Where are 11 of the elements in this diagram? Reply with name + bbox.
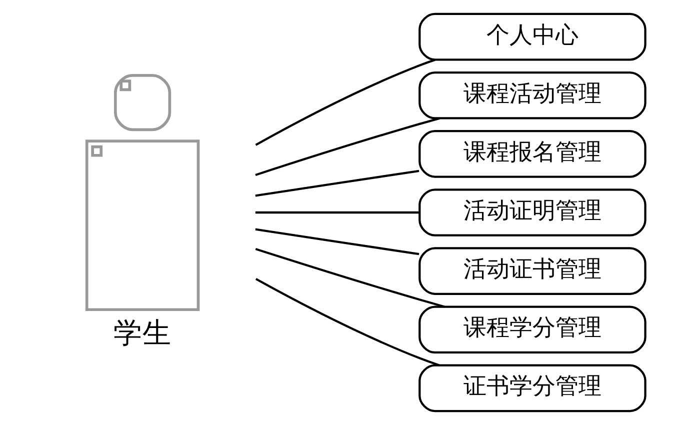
node-box: 活动证书管理 xyxy=(418,247,646,295)
node-box: 个人中心 xyxy=(418,12,646,61)
node-box: 课程报名管理 xyxy=(418,130,646,178)
node-box: 证书学分管理 xyxy=(418,364,646,412)
node-box: 课程学分管理 xyxy=(418,306,646,354)
connector xyxy=(255,211,420,214)
node-label: 学生 xyxy=(113,315,172,350)
connector xyxy=(255,170,420,197)
node-box: 活动证明管理 xyxy=(418,188,646,236)
node-box: 课程活动管理 xyxy=(418,71,646,120)
connector xyxy=(255,228,420,256)
